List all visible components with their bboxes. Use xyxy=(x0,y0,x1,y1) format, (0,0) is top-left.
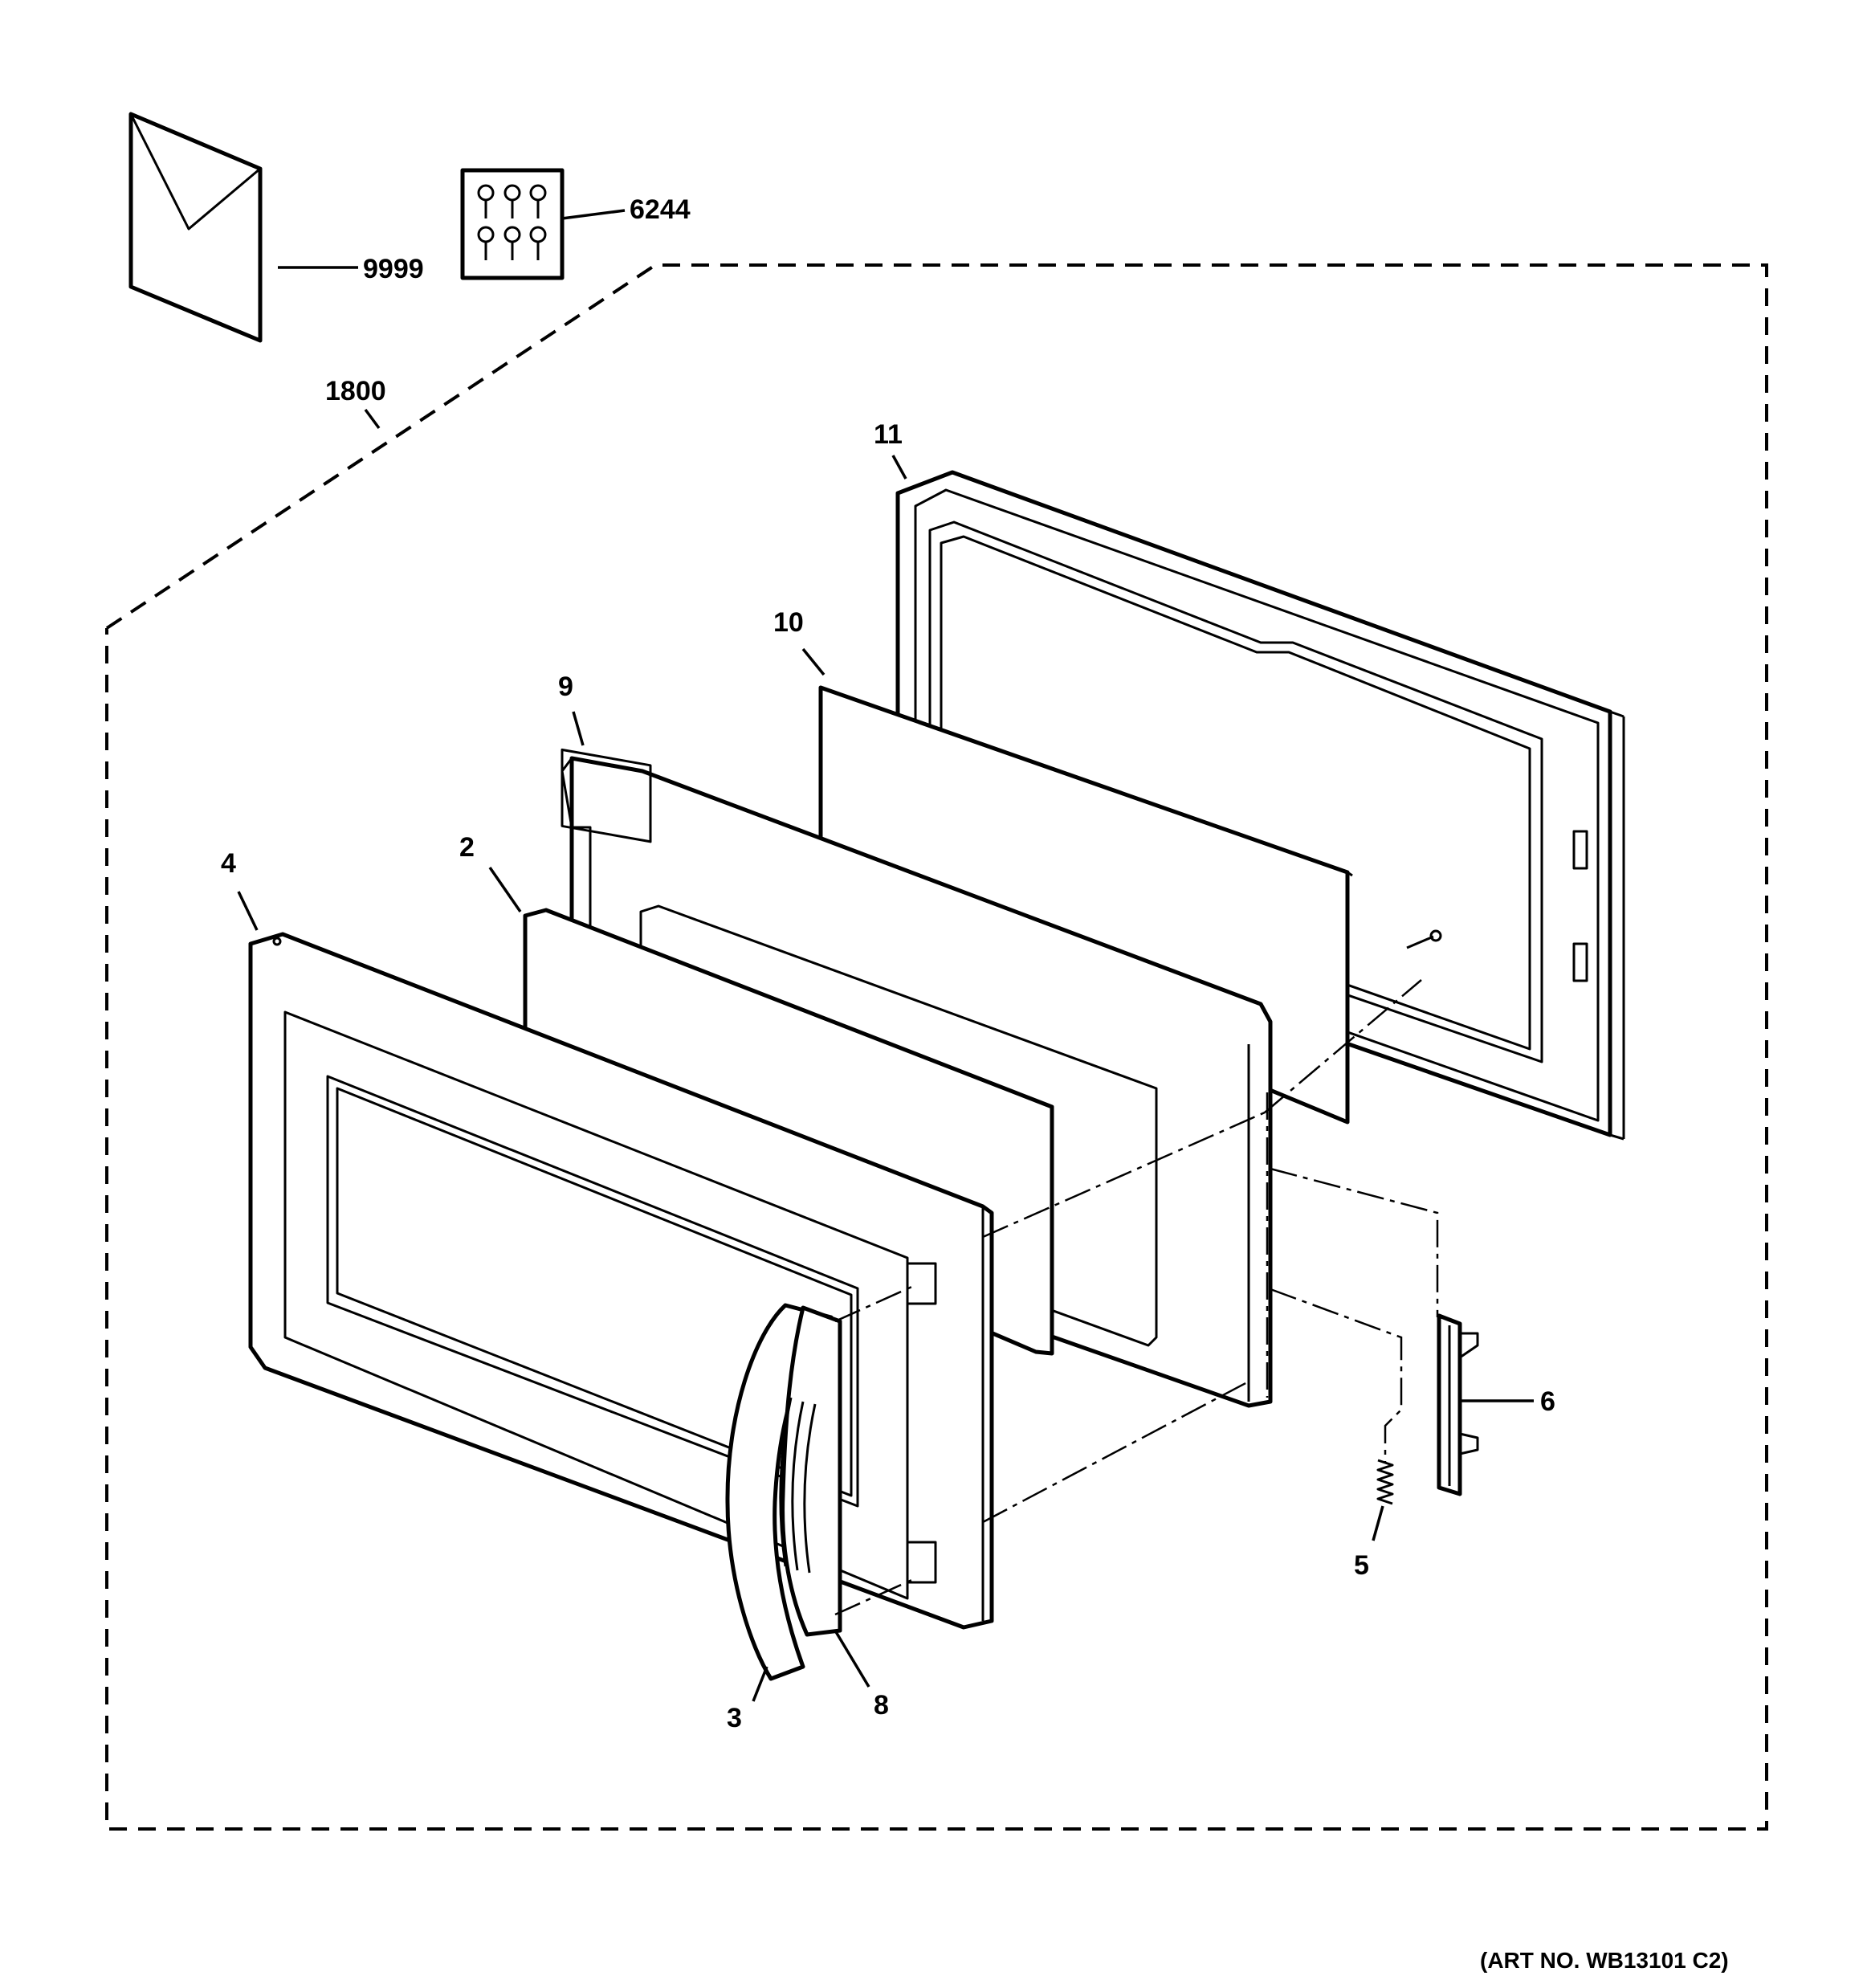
callout-6244: 6244 xyxy=(630,194,691,225)
assembly-boundary xyxy=(105,263,1768,1831)
callout-4: 4 xyxy=(221,848,236,879)
screw-bag xyxy=(460,168,565,280)
frame-screw xyxy=(1406,929,1442,949)
latch-hook-part-6 xyxy=(1437,1313,1479,1496)
callout-8: 8 xyxy=(874,1690,889,1721)
callout-9999: 9999 xyxy=(363,254,424,284)
callout-3: 3 xyxy=(727,1703,742,1733)
callout-10: 10 xyxy=(773,607,804,638)
callout-11: 11 xyxy=(874,419,903,450)
alignment-lines xyxy=(834,979,1439,1616)
callout-1800: 1800 xyxy=(325,376,386,406)
callout-6: 6 xyxy=(1540,1386,1555,1417)
spring-part-5 xyxy=(1376,1459,1394,1505)
callout-5: 5 xyxy=(1354,1550,1369,1581)
literature-envelope xyxy=(128,112,263,343)
art-number: (ART NO. WB13101 C2) xyxy=(1480,1948,1729,1973)
callout-9: 9 xyxy=(558,672,573,702)
callout-2: 2 xyxy=(459,832,475,863)
handle-part-3 xyxy=(725,1303,842,1681)
